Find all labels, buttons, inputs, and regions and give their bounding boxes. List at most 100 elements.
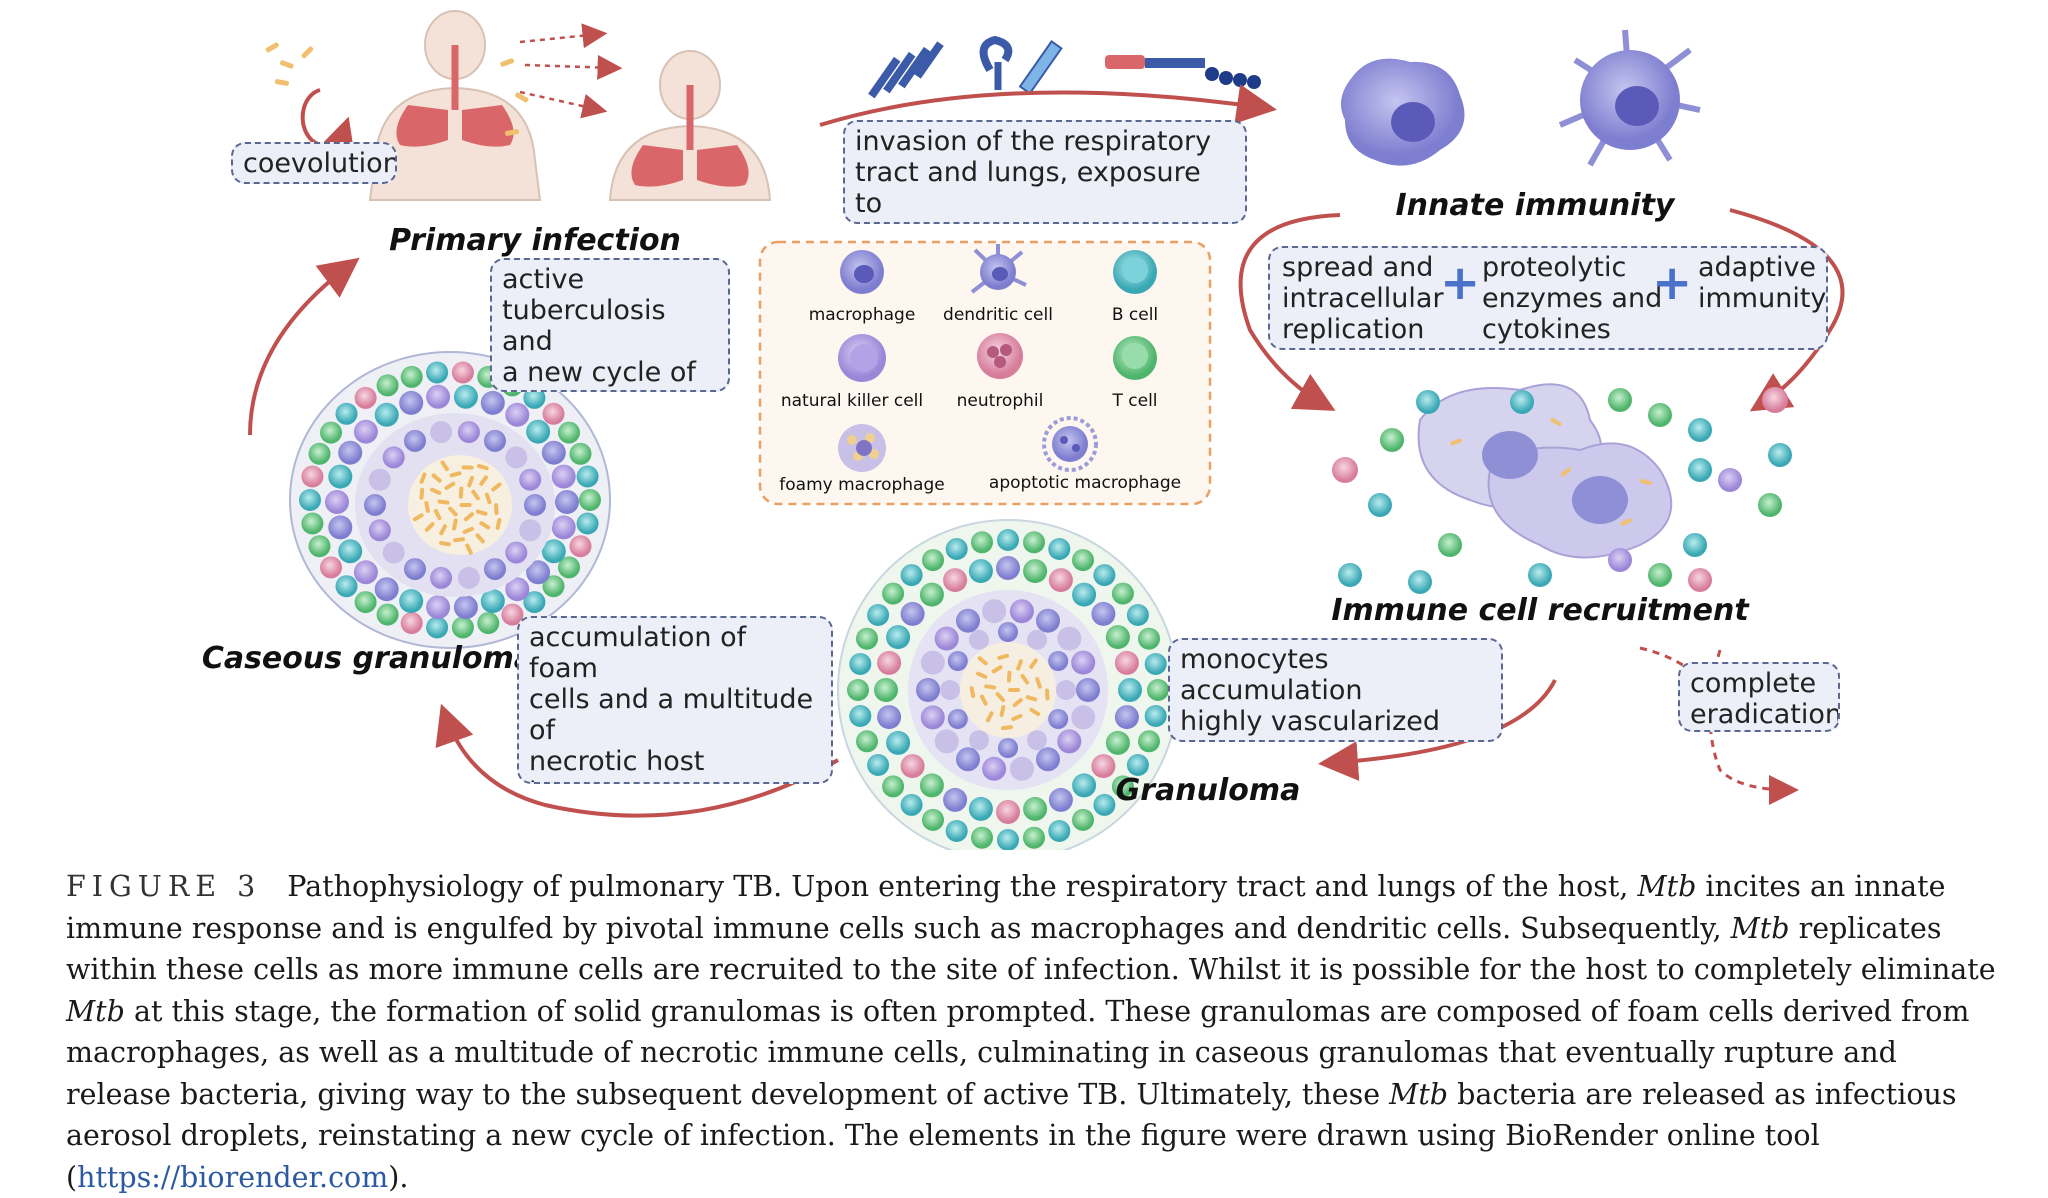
granuloma-outer-cell <box>882 775 905 798</box>
caseous-inner-cell <box>505 446 528 469</box>
caseous-mid-cell <box>480 390 505 415</box>
caseous-to-primary-arrow <box>248 257 360 436</box>
granuloma-inner-cell <box>1076 678 1100 702</box>
granuloma-outer-cell <box>900 793 923 816</box>
bacterium <box>458 486 464 499</box>
caseous-outer-cell <box>301 465 324 488</box>
granuloma-mid-cell <box>1114 650 1139 675</box>
granuloma-foamy-cell <box>940 680 960 700</box>
caseous-mid-cell <box>526 419 551 444</box>
granuloma-outer-cell <box>1111 775 1134 798</box>
stage-innate-immunity: Innate immunity <box>1396 188 1676 223</box>
stage-caseous-granuloma: Caseous granuloma <box>202 641 534 676</box>
apoptotic-macrophage-icon <box>1042 416 1098 472</box>
bacterium <box>1045 688 1050 701</box>
caseous-outer-cell <box>569 535 592 558</box>
accumulation-box: accumulation of foam cells and a multitu… <box>517 616 833 784</box>
biorender-link[interactable]: https://biorender.com <box>77 1160 389 1194</box>
granuloma-mid-cell <box>1105 730 1130 755</box>
granuloma-inner-cell <box>982 756 1007 781</box>
granuloma-inner-cell <box>982 599 1007 624</box>
granuloma-outer-cell <box>849 705 872 727</box>
bacteria-cluster-icon <box>265 42 529 136</box>
granuloma-outer-cell <box>945 538 968 560</box>
granuloma-outer-cell <box>1093 793 1116 816</box>
granuloma-outer-cell <box>867 754 890 776</box>
caseous-mid-cell <box>551 515 576 540</box>
caseous-inner-cell <box>368 519 391 542</box>
granuloma-outer-cell <box>1138 730 1160 753</box>
granuloma-mid-cell <box>1091 601 1116 626</box>
granuloma-outer-cell <box>1126 604 1149 626</box>
caseous-outer-cell <box>320 421 342 444</box>
granuloma-foamy-cell <box>1048 651 1069 671</box>
caseous-inner-cell <box>457 421 480 444</box>
bacterium <box>419 472 427 484</box>
caseous-inner-cell <box>404 429 426 452</box>
caseous-outer-cell <box>376 603 399 626</box>
caseous-outer-cell <box>523 386 546 409</box>
granuloma-inner-cell <box>934 626 959 651</box>
granuloma-outer-cell <box>867 604 890 626</box>
granuloma-outer-cell <box>1048 820 1071 842</box>
caption-text: Pathophysiology of pulmonary TB. Upon en… <box>287 870 1629 903</box>
bacterium <box>484 492 492 505</box>
caption-text: replicates within these cells as more im… <box>66 911 1996 987</box>
caseous-inner-cell <box>404 558 426 581</box>
granuloma-outer-cell <box>971 826 993 849</box>
granuloma-foamy-cell <box>998 738 1018 758</box>
caseous-outer-cell <box>501 603 524 626</box>
bacterium <box>1029 658 1038 669</box>
caseous-outer-cell <box>376 374 399 397</box>
granuloma-outer-cell <box>922 808 944 831</box>
caseous-mid-cell <box>453 384 478 409</box>
granuloma-mid-cell <box>886 730 911 755</box>
granuloma-mid-cell <box>877 705 902 730</box>
caseous-inner-cell <box>430 566 453 589</box>
granuloma-inner-cell <box>956 608 980 633</box>
stage-granuloma: Granuloma <box>1116 773 1301 808</box>
t-cell-icon <box>1113 336 1157 380</box>
granuloma-outer-cell <box>856 627 878 650</box>
bacterium <box>471 489 480 501</box>
granuloma-mid-cell <box>877 650 902 675</box>
granuloma-foamy-cell <box>947 709 968 729</box>
caseous-outer-cell <box>523 591 546 614</box>
caseous-outer-cell <box>426 616 449 639</box>
caseous-outer-cell <box>477 612 500 635</box>
granuloma-mid-cell <box>900 601 925 626</box>
granuloma-foamy-cell <box>969 629 989 650</box>
caseous-mid-cell <box>555 490 579 514</box>
coevolution-cycle-arrow <box>300 88 356 161</box>
bacterium <box>459 503 472 507</box>
granuloma-mid-cell <box>900 754 925 779</box>
active-tb-box: active tuberculosis and a new cycle of i… <box>490 258 730 392</box>
caseous-mid-cell <box>426 595 451 620</box>
bacterium <box>495 518 502 530</box>
granuloma-outer-cell <box>1111 582 1134 605</box>
caseous-inner-cell <box>519 468 542 491</box>
caseous-outer-cell <box>576 465 599 488</box>
bacterium <box>424 522 435 532</box>
granuloma-inner-cell <box>916 678 940 702</box>
bacterium <box>475 533 485 544</box>
caseous-inner-cell <box>382 446 405 469</box>
bacterium <box>430 487 442 495</box>
granuloma-inner-cell <box>1009 756 1034 781</box>
granuloma-outer-cell <box>1093 564 1116 587</box>
caseous-mid-cell <box>374 577 399 602</box>
caseous-mid-cell <box>426 384 451 409</box>
host-receptors-icon <box>868 35 1261 99</box>
cell-type-legend: macrophage dendritic cell B cell natural… <box>758 240 1212 506</box>
caseous-outer-cell <box>354 386 377 409</box>
granuloma-mid-cell <box>968 559 993 584</box>
granuloma-mid-cell <box>1048 787 1073 812</box>
caseous-outer-cell <box>542 575 565 598</box>
bacterium <box>1011 713 1023 722</box>
bacterium <box>475 509 488 516</box>
bacterium <box>479 521 491 530</box>
granuloma-mid-cell <box>1072 582 1097 607</box>
bacterium <box>984 684 997 690</box>
bacterium <box>476 463 489 471</box>
granuloma-inner-cell <box>934 729 959 754</box>
